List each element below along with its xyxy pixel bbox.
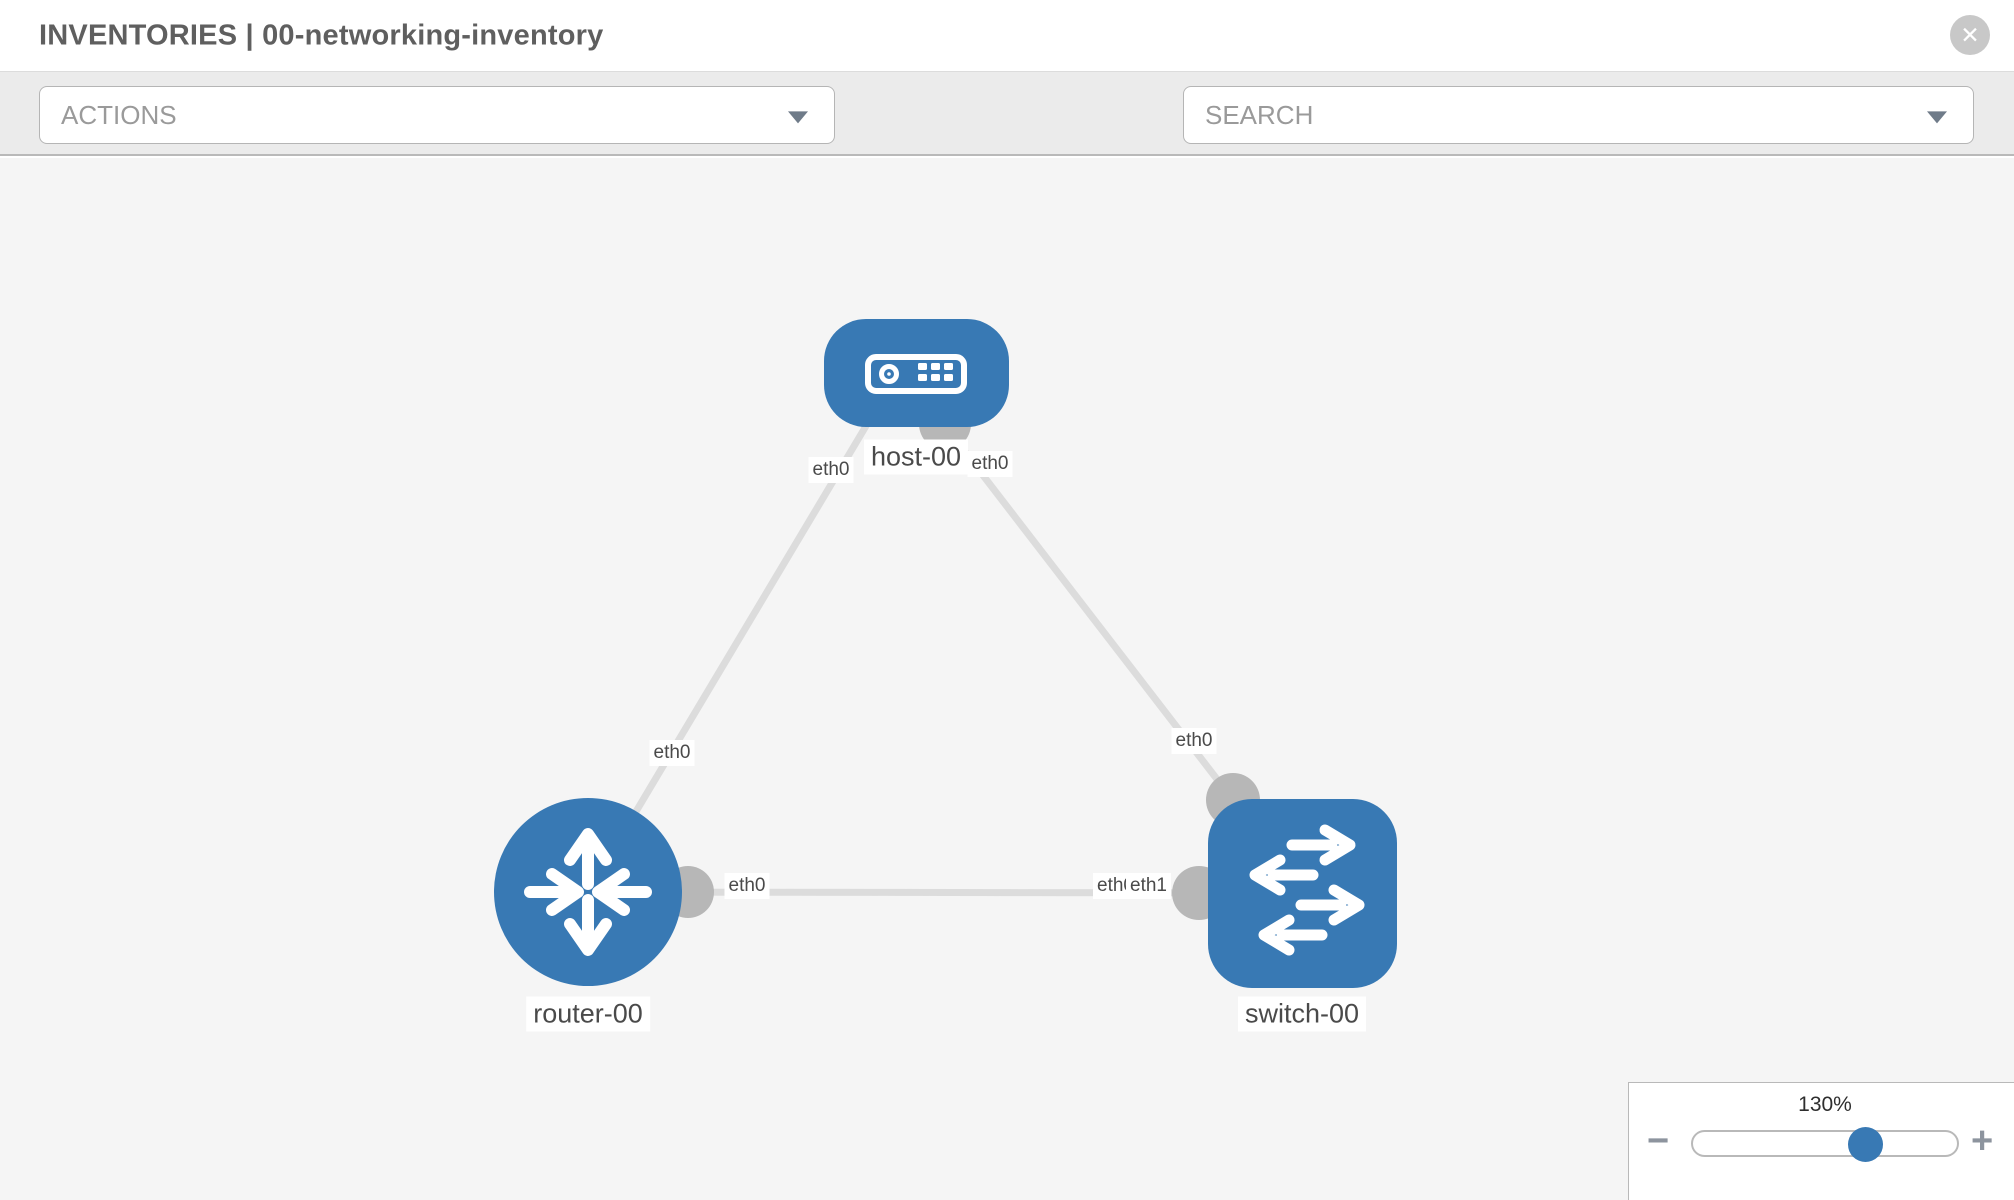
zoom-control-panel: 130% − + <box>1628 1082 2014 1200</box>
chevron-down-icon <box>788 111 808 124</box>
zoom-slider[interactable] <box>1691 1127 1959 1162</box>
node-router-00[interactable] <box>494 798 682 986</box>
toolbar: ACTIONS <box>0 71 2014 210</box>
zoom-in-button[interactable]: + <box>1971 1120 1994 1162</box>
search-dropdown[interactable] <box>1183 86 1974 144</box>
search-input[interactable] <box>1184 99 1824 131</box>
interface-label-eth0: eth0 <box>967 451 1013 477</box>
topology-canvas[interactable]: eth0 host-00 eth0 eth0 eth0 eth0 eth0 et… <box>0 158 2014 1200</box>
node-switch-00[interactable] <box>1208 799 1397 988</box>
actions-dropdown[interactable]: ACTIONS <box>39 86 835 144</box>
interface-label-eth1: eth1 <box>1126 873 1171 899</box>
node-label-router-00: router-00 <box>526 996 650 1032</box>
node-host-00[interactable] <box>824 319 1009 427</box>
switch-icon <box>1249 824 1365 956</box>
node-label-switch-00: switch-00 <box>1237 996 1367 1032</box>
actions-dropdown-value: ACTIONS <box>61 99 177 130</box>
close-icon[interactable]: ✕ <box>1950 15 1990 55</box>
interface-label-eth0: eth0 <box>649 740 695 766</box>
header: INVENTORIES | 00-networking-inventory ✕ <box>0 0 2014 71</box>
node-label-host-00: host-00 <box>863 439 969 475</box>
interface-label-eth0: eth0 <box>1171 728 1217 754</box>
zoom-level-value: 130% <box>1798 1093 1852 1116</box>
zoom-out-button[interactable]: − <box>1647 1120 1670 1162</box>
interface-label-eth0: eth0 <box>808 457 854 483</box>
interface-label-eth0: eth0 <box>724 873 770 899</box>
page-title: INVENTORIES | 00-networking-inventory <box>39 19 604 51</box>
host-icon <box>865 354 967 394</box>
topology-graph <box>494 319 1397 988</box>
router-icon <box>524 828 652 956</box>
zoom-slider-thumb[interactable] <box>1848 1127 1883 1162</box>
chevron-down-icon <box>1927 111 1947 124</box>
